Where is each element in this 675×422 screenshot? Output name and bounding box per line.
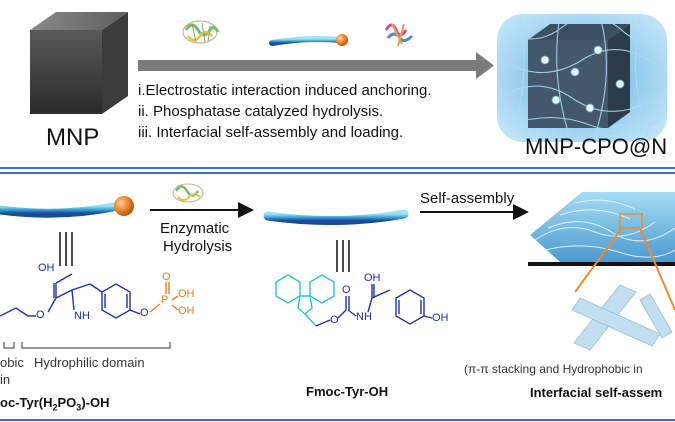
process-steps: i.Electrostatic interaction induced anch… bbox=[138, 80, 432, 143]
enzyme-icon bbox=[182, 20, 220, 44]
enzymatic-label: Enzymatic bbox=[160, 220, 230, 237]
hydrophobic-label-2: in bbox=[0, 372, 11, 387]
fmoc-group bbox=[275, 274, 335, 327]
step-3: iii. Interfacial self-assembly and loadi… bbox=[138, 124, 404, 141]
chem-oh-2: OH bbox=[364, 272, 381, 284]
phosphate-group bbox=[149, 282, 179, 313]
chem-o-4: O bbox=[342, 284, 351, 296]
fmoc-tyr-p-name: oc-Tyr(H2PO3)-OH bbox=[0, 395, 110, 413]
chem-o-p: O bbox=[162, 271, 171, 283]
chem-oh-p2: OH bbox=[178, 305, 195, 317]
fmoc-tyr-rod bbox=[263, 209, 409, 226]
chem-nh-1: NH bbox=[74, 310, 90, 322]
self-assembly-label: Self-assembly bbox=[420, 190, 515, 207]
step-1: i.Electrostatic interaction induced anch… bbox=[138, 82, 432, 99]
chem-o-1: O bbox=[36, 309, 45, 321]
chem-p: P bbox=[161, 294, 169, 306]
protein-icon bbox=[384, 23, 414, 47]
peptide-rod-icon bbox=[269, 34, 348, 46]
equivalence-mark-2 bbox=[336, 240, 350, 272]
mnp-cpo-composite bbox=[497, 14, 667, 142]
chem-o-3: O bbox=[330, 314, 339, 326]
chem-o-2: O bbox=[140, 307, 149, 319]
mnp-label: MNP bbox=[46, 124, 100, 151]
interfacial-label: Interfacial self-assem bbox=[530, 385, 663, 400]
hydrolysis-label: Hydrolysis bbox=[163, 238, 233, 255]
chem-oh-3: OH bbox=[432, 312, 449, 324]
mnp-cube bbox=[30, 12, 128, 114]
chem-nh-2: NH bbox=[356, 311, 372, 323]
fmoc-tyr-p-rod bbox=[0, 196, 134, 218]
product-label: MNP-CPO@N bbox=[525, 134, 668, 159]
stacking-note: (π-π stacking and Hydrophobic in bbox=[464, 362, 643, 376]
process-arrow bbox=[138, 52, 494, 79]
nanofibers bbox=[571, 284, 673, 351]
chem-oh-p1: OH bbox=[178, 288, 195, 300]
hydrophobic-label-1: obic bbox=[0, 355, 24, 370]
fmoc-tyr-structure bbox=[315, 284, 433, 327]
chem-oh-1: OH bbox=[38, 262, 55, 274]
domain-brackets bbox=[3, 342, 171, 349]
fmoc-tyr-name: Fmoc-Tyr-OH bbox=[306, 384, 389, 399]
hydrogel-sheet bbox=[528, 192, 675, 311]
enzyme-icon-2 bbox=[172, 183, 204, 203]
fmoc-tyr-p-structure bbox=[0, 273, 141, 319]
equivalence-mark-1 bbox=[59, 232, 73, 266]
step-2: ii. Phosphatase catalyzed hydrolysis. bbox=[138, 103, 384, 120]
hydrophilic-label: Hydrophilic domain bbox=[34, 355, 145, 370]
